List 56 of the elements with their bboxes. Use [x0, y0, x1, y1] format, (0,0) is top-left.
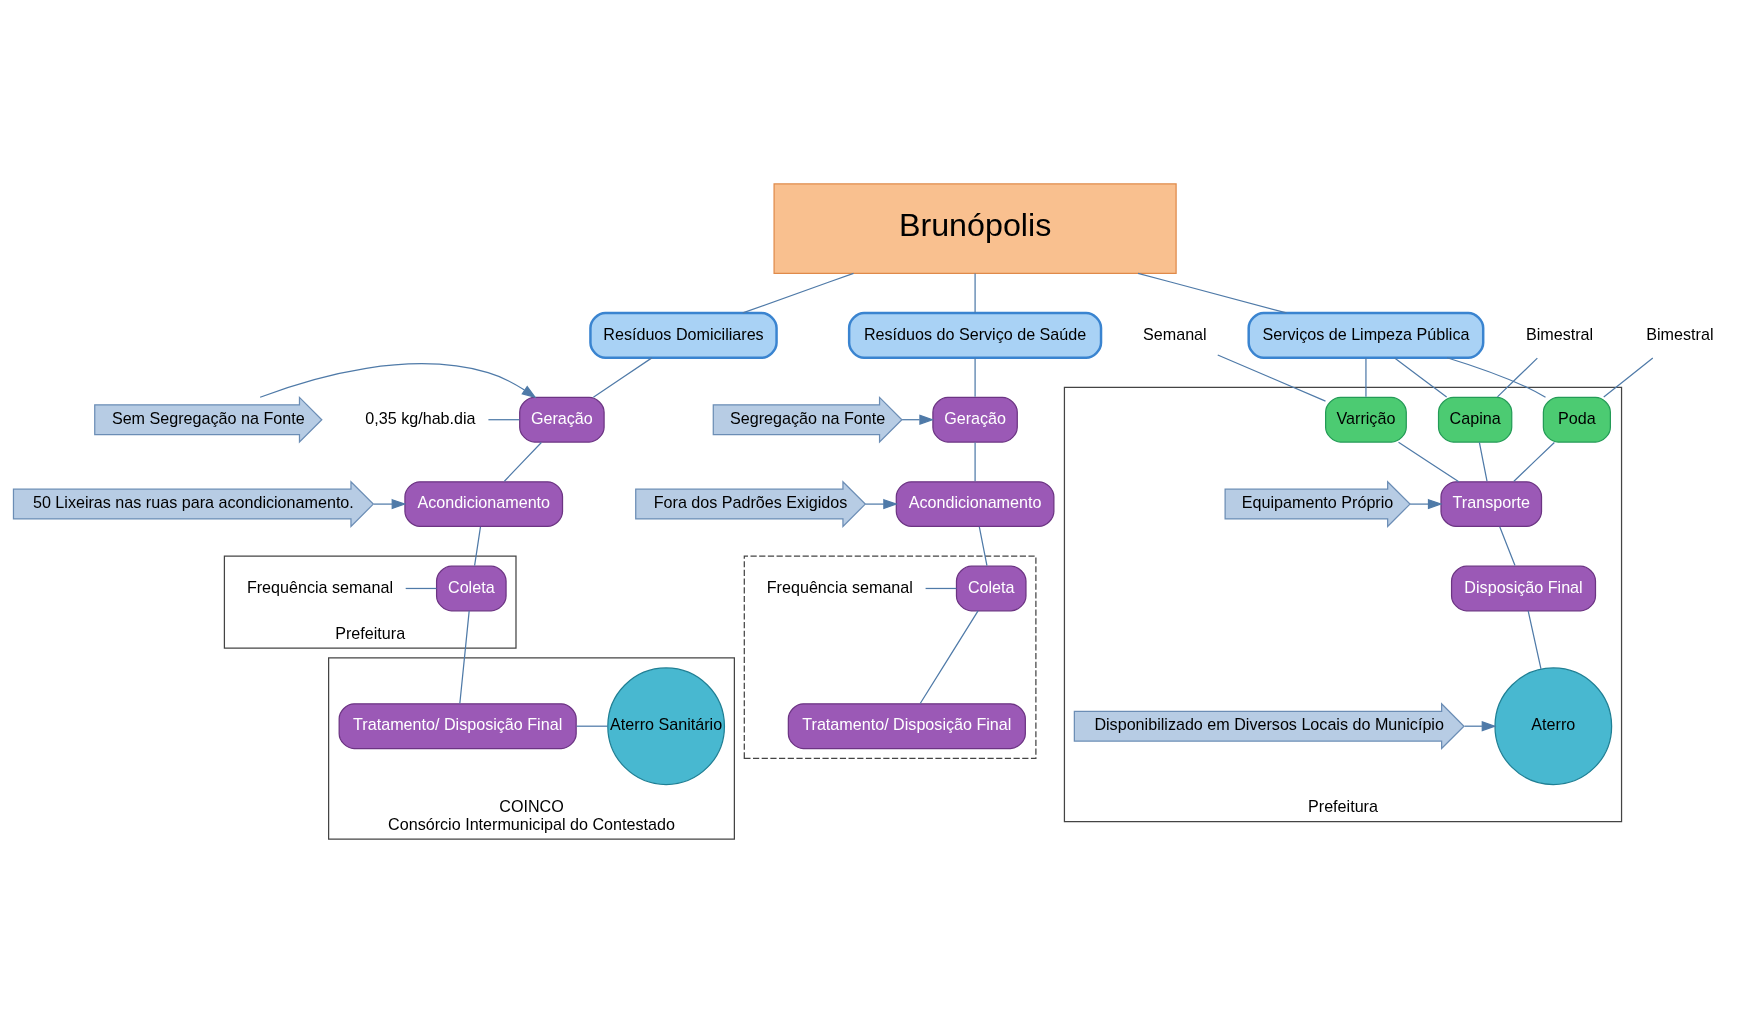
connector [459, 610, 470, 705]
node-box: Geração [519, 396, 605, 443]
node-box: Disposição Final [1450, 565, 1597, 612]
arrow [864, 498, 899, 510]
connector [405, 587, 438, 590]
connector [487, 419, 521, 421]
connector [919, 610, 979, 705]
node-box: Tratamento/ Disposição Final [338, 703, 577, 750]
node-box: Acondicionamento [895, 481, 1055, 528]
connector [1137, 272, 1288, 314]
connector [1217, 354, 1327, 402]
node-box: Resíduos Domiciliares [589, 311, 778, 359]
node-text: Semanal [1143, 324, 1207, 343]
node-box: Coleta [955, 565, 1027, 612]
connector [592, 357, 653, 398]
connector [974, 441, 976, 482]
node-box: Varrição [1325, 396, 1407, 443]
node-box: Tratamento/ Disposição Final [787, 703, 1026, 750]
arrow [373, 498, 407, 510]
node-box: Poda [1542, 396, 1611, 443]
connector [1365, 357, 1367, 398]
connector [742, 272, 855, 314]
arrow [259, 363, 537, 399]
connector [503, 441, 542, 482]
connector [978, 526, 988, 567]
connector [974, 357, 976, 398]
node-text: Bimestral [1646, 324, 1714, 343]
node-box: Resíduos do Serviço de Saúde [847, 311, 1103, 359]
connector [575, 725, 609, 727]
node-text: Bimestral [1525, 324, 1594, 343]
node-text: Frequência semanal [766, 577, 913, 596]
connector [1397, 441, 1460, 483]
node-box: Acondicionamento [404, 481, 564, 528]
connector [1527, 610, 1542, 670]
node-box: Serviços de Limpeza Pública [1247, 311, 1485, 359]
node-text: Frequência semanal [246, 577, 393, 596]
connector [924, 587, 957, 590]
node-box: Geração [932, 396, 1018, 443]
connector [1496, 357, 1538, 398]
connector [474, 526, 482, 567]
node-box: Capina [1437, 396, 1513, 443]
connector [1394, 357, 1448, 398]
connector [1478, 441, 1488, 482]
node-box: Coleta [435, 565, 507, 612]
node-box: Brunópolis [773, 183, 1177, 274]
arrow [1409, 498, 1443, 510]
node-text: 0,35 kg/hab.dia [365, 408, 476, 427]
connector [1446, 357, 1547, 398]
node-circle: Aterro Sanitário [607, 667, 726, 786]
connector [974, 272, 976, 314]
connector [1603, 357, 1654, 398]
node-box: Transporte [1440, 481, 1543, 528]
cluster [743, 555, 1037, 760]
connector [1513, 441, 1555, 482]
node-circle: Aterro [1494, 667, 1613, 786]
connector [1499, 526, 1516, 567]
